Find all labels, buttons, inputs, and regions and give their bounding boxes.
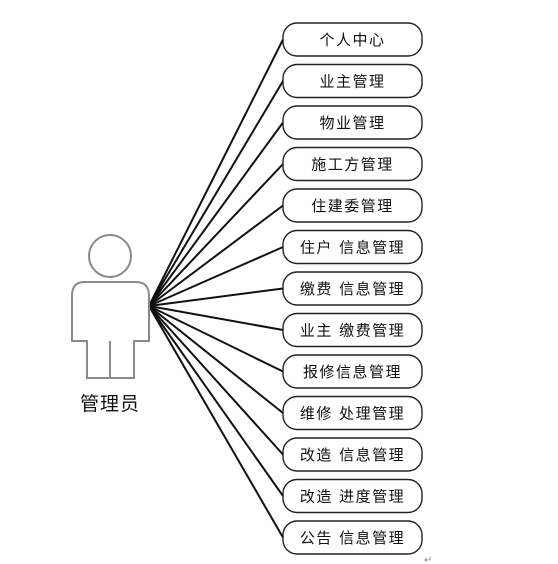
- use-case-box: [282, 146, 423, 182]
- use-case-box: [282, 354, 423, 389]
- use-case-label: 改造 信息管理: [300, 446, 405, 464]
- use-case-box: [282, 478, 423, 514]
- actor-label: 管理员: [80, 393, 140, 415]
- use-case-box: [282, 188, 423, 223]
- use-case-item: 个人中心: [282, 22, 423, 57]
- use-case-label: 物业管理: [319, 114, 385, 132]
- use-case-item: 改造 进度管理: [282, 478, 423, 514]
- connector-lines: [148, 39, 284, 539]
- use-case-box: [282, 395, 423, 431]
- connector-line: [148, 305, 284, 456]
- use-case-label: 维修 处理管理: [300, 405, 405, 423]
- use-case-box: [282, 437, 423, 472]
- connector-line: [148, 246, 284, 307]
- use-case-item: 改造 信息管理: [282, 437, 423, 472]
- use-case-item: 缴费 信息管理: [282, 271, 423, 306]
- use-case-label: 报修信息管理: [303, 363, 402, 381]
- use-case-item: 施工方管理: [282, 146, 423, 182]
- use-case-item: 住户 信息管理: [282, 229, 423, 265]
- actor-body: [71, 281, 150, 379]
- use-case-label: 业主管理: [319, 73, 385, 91]
- use-case-label: 改造 进度管理: [300, 488, 405, 506]
- connector-line: [148, 287, 284, 307]
- use-case-box: [282, 22, 423, 57]
- use-case-box: [282, 520, 423, 555]
- use-case-item: 报修信息管理: [282, 354, 423, 389]
- actor-head: [88, 234, 132, 278]
- use-case-label: 业主 缴费管理: [300, 322, 405, 340]
- use-case-label: 缴费 信息管理: [300, 280, 405, 298]
- connector-line: [148, 305, 284, 331]
- connector-line: [148, 121, 284, 307]
- use-case-label: 住建委管理: [311, 197, 394, 215]
- use-case-item: 业主 缴费管理: [282, 312, 423, 348]
- connector-line: [148, 305, 284, 414]
- use-case-item: 公告 信息管理: [282, 520, 423, 555]
- connector-line: [148, 163, 284, 307]
- connector-line: [148, 305, 284, 373]
- paragraph-mark: ↵: [424, 555, 432, 564]
- use-case-label: 公告 信息管理: [300, 529, 405, 547]
- use-case-box: [282, 312, 423, 348]
- actor-figure: 管理员: [71, 234, 150, 415]
- use-case-item: 物业管理: [282, 105, 423, 140]
- use-case-box: [282, 105, 423, 140]
- use-case-label: 施工方管理: [311, 156, 394, 174]
- use-case-item: 业主管理: [282, 63, 423, 99]
- connector-line: [148, 204, 284, 307]
- use-case-box: [282, 229, 423, 265]
- use-case-label: 住户 信息管理: [300, 239, 405, 257]
- connector-line: [148, 305, 284, 497]
- use-case-box: [282, 63, 423, 99]
- connector-line: [148, 80, 284, 307]
- person-icon: [71, 234, 150, 379]
- use-case-item: 维修 处理管理: [282, 395, 423, 431]
- use-case-item: 住建委管理: [282, 188, 423, 223]
- connector-line: [148, 305, 284, 539]
- use-case-label: 个人中心: [319, 31, 385, 49]
- use-case-box: [282, 271, 423, 306]
- connector-line: [148, 39, 284, 307]
